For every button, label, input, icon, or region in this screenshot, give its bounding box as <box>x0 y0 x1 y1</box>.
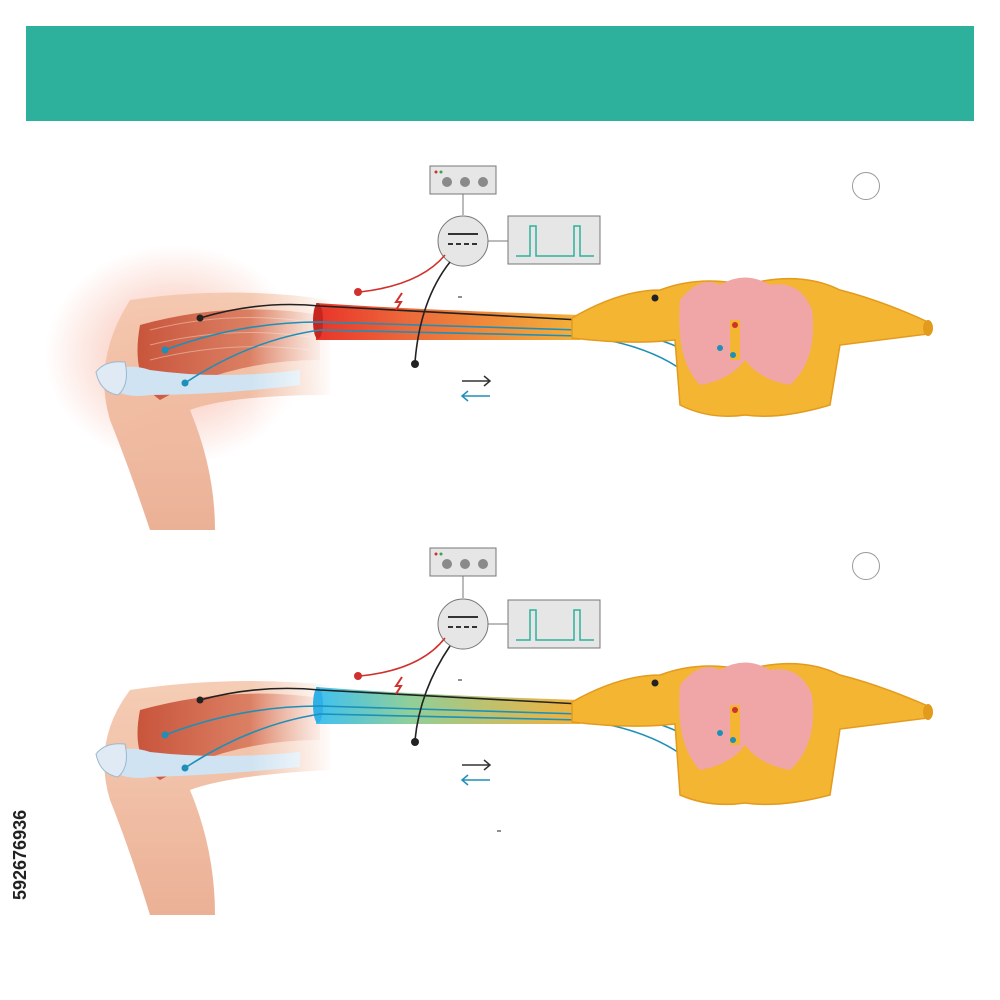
stimulus-generator-top <box>437 215 489 267</box>
grey-matter-bottom <box>679 662 814 770</box>
grey-matter-top <box>679 277 814 385</box>
kneecap <box>95 743 127 778</box>
oscilloscope-top <box>507 215 601 265</box>
knob-icon[interactable] <box>460 177 470 187</box>
kneecap <box>95 361 127 396</box>
stimulator-bottom <box>354 547 601 832</box>
spinal-cord-top <box>571 277 933 417</box>
direction-legend-top <box>460 375 492 402</box>
lightning-icon <box>394 676 403 695</box>
stimulus-generator-bottom <box>437 598 489 650</box>
panel-top <box>45 165 933 540</box>
recording-lead <box>414 261 451 363</box>
knob-icon[interactable] <box>460 559 470 569</box>
direction-legend-bottom <box>460 759 492 786</box>
stimulus-lead <box>359 637 446 677</box>
efferent-arrow-icon <box>460 390 490 402</box>
stimulator-top <box>354 165 601 368</box>
knob-icon[interactable] <box>478 559 488 569</box>
stimulus-lead <box>359 254 446 293</box>
knob-icon[interactable] <box>442 559 452 569</box>
afferent-arrow-icon <box>462 375 492 387</box>
afferent-arrow-icon <box>462 759 492 771</box>
lightning-icon <box>394 292 403 311</box>
panel-bottom <box>95 547 933 925</box>
oscilloscope-bottom <box>507 599 601 649</box>
limb-bottom <box>95 665 335 925</box>
spinal-cord-bottom <box>571 662 933 806</box>
title-banner <box>26 26 974 121</box>
recording-lead <box>414 645 451 741</box>
efferent-arrow-icon <box>460 774 490 786</box>
panel-marker-top <box>852 172 880 200</box>
panel-marker-bottom <box>852 552 880 580</box>
knob-icon[interactable] <box>442 177 452 187</box>
knob-icon[interactable] <box>478 177 488 187</box>
